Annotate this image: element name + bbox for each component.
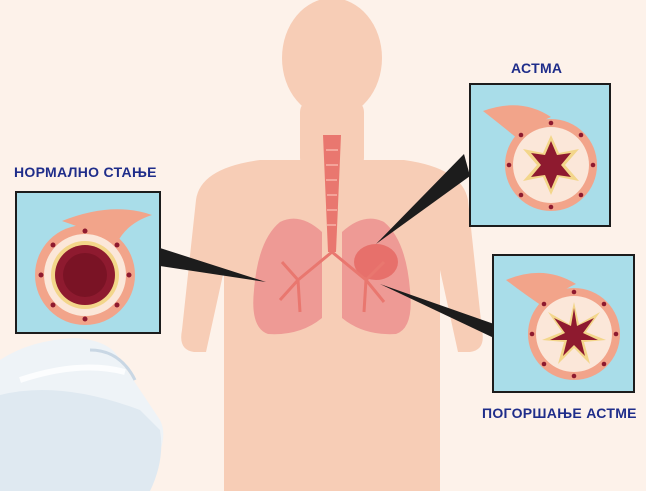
inhaler-icon xyxy=(0,338,163,491)
label-asthma: АСТМА xyxy=(511,60,562,76)
panel-worsening-airway xyxy=(492,254,635,393)
panel-asthma-airway xyxy=(469,83,611,227)
label-normal: НОРМАЛНО СТАЊЕ xyxy=(14,164,157,180)
label-worsening: ПОГОРШАЊЕ АСТМЕ xyxy=(482,405,637,421)
panel-normal-airway xyxy=(15,191,161,334)
